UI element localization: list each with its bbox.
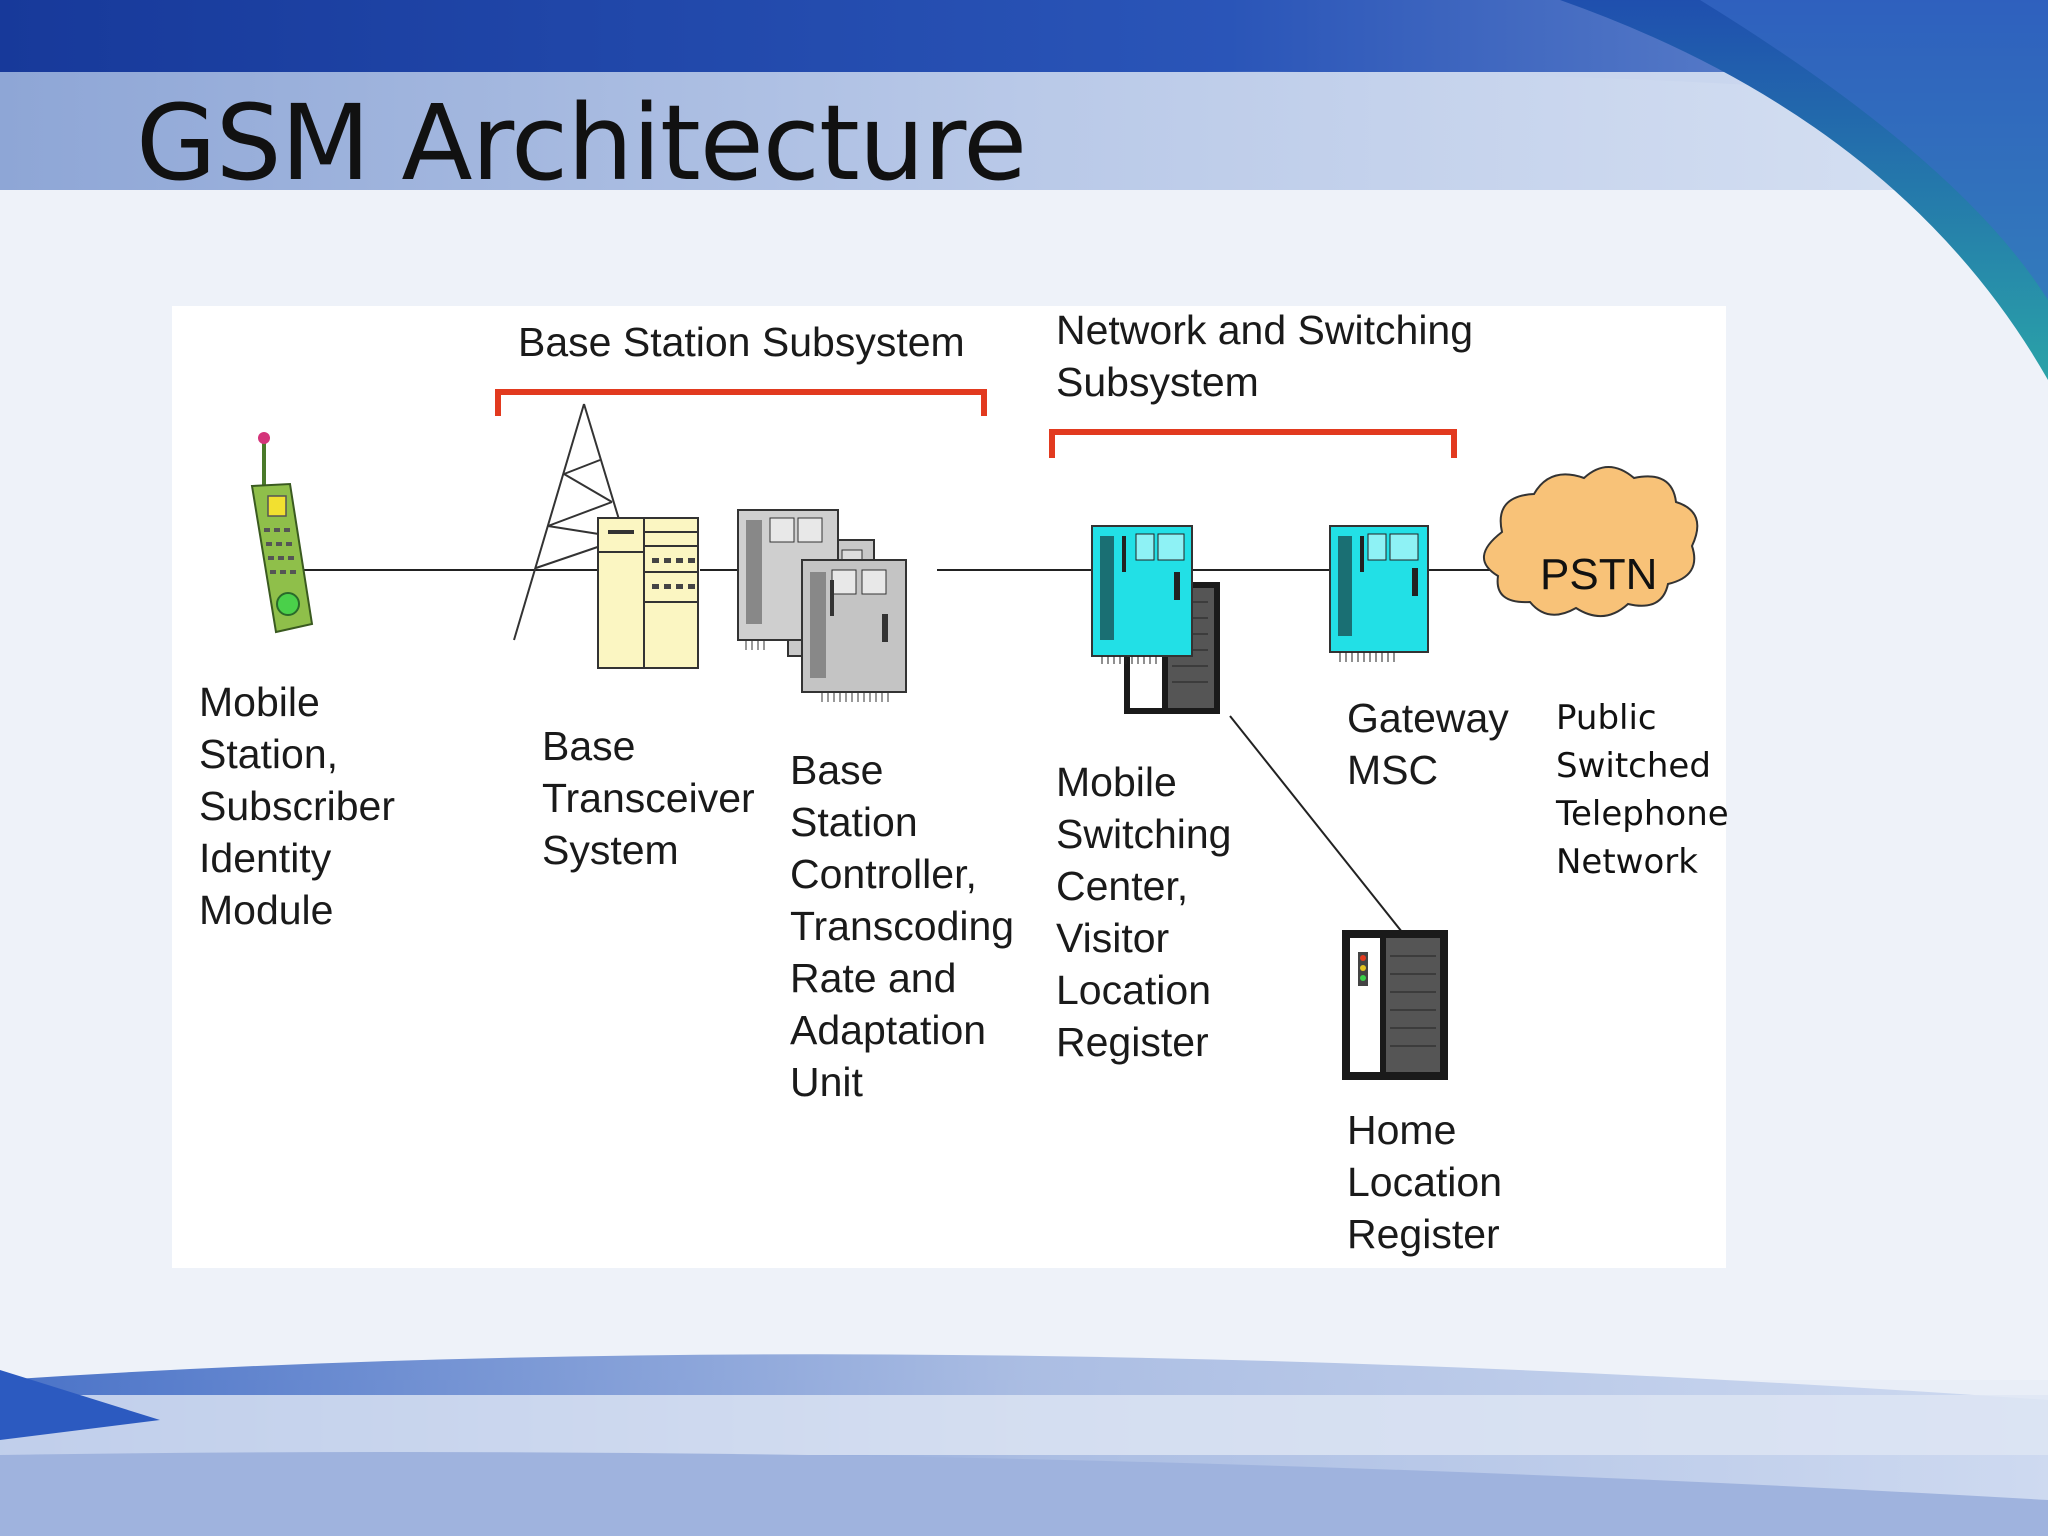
bss-label: Base Station Subsystem (518, 319, 965, 365)
bss-bracket (495, 389, 987, 416)
diagram-panel: Base Station Subsystem Network and Switc… (172, 306, 1729, 1268)
pstn-label: PSTN (1540, 550, 1658, 599)
hlr-label: Home Location Register (1347, 1107, 1503, 1257)
connection-lines (282, 569, 1490, 933)
pstn-description: Public Switched Telephone Network (1556, 698, 1729, 882)
switch-cabinet-icon (1091, 525, 1220, 714)
gsm-diagram (250, 389, 1699, 1080)
gateway-switch-icon (1329, 525, 1429, 662)
nss-label: Network and Switching Subsystem (1056, 307, 1474, 405)
page-title: GSM Architecture (136, 82, 1027, 204)
bts-cabinet-icon (597, 517, 699, 669)
link-msc-hlr (1229, 715, 1403, 933)
nss-bracket (1049, 429, 1457, 458)
bsc-label: Base Station Controller, Transcoding Rat… (790, 747, 1015, 1105)
cloud-icon (1482, 466, 1699, 617)
server-rack-icon (737, 509, 907, 702)
bts-label: Base Transceiver System (542, 723, 755, 873)
mobile-phone-icon (250, 432, 314, 634)
database-cabinet-icon (1342, 930, 1448, 1080)
ms-label: Mobile Station, Subscriber Identity Modu… (199, 679, 395, 933)
gmsc-label: Gateway MSC (1347, 695, 1509, 793)
msc-label: Mobile Switching Center, Visitor Locatio… (1056, 759, 1232, 1065)
